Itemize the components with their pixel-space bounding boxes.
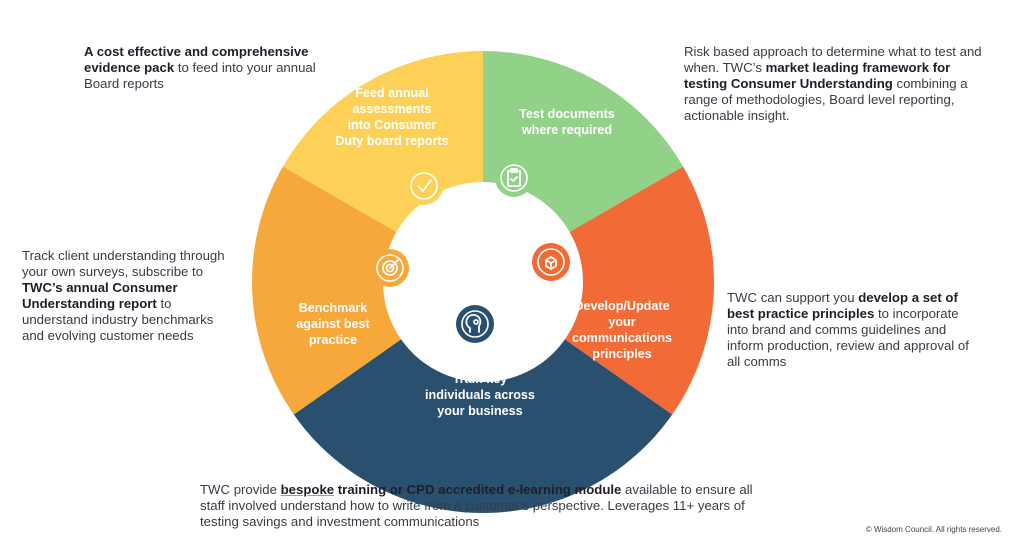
segment-test-label-line: Test documents <box>519 107 615 121</box>
segment-train <box>293 282 673 513</box>
segment-benchmark <box>252 166 483 415</box>
segment-feed-label-line: assessments <box>352 102 431 116</box>
segment-develop-label-line: principles <box>592 347 652 361</box>
segment-train-label-line: individuals across <box>425 388 535 402</box>
segment-test-label-line: where required <box>521 123 612 137</box>
segment-develop-label-line: communications <box>572 331 672 345</box>
segment-train-label-line: Train key <box>453 372 508 386</box>
callout-evidence-pack: A cost effective and comprehensive evide… <box>84 44 316 91</box>
segment-feed-label-line: Feed annual <box>355 86 428 100</box>
segment-feed-label-line: Duty board reports <box>335 134 448 148</box>
check-circle-icon <box>405 167 443 205</box>
copyright-notice: © Wisdom Council. All rights reserved. <box>865 525 1002 534</box>
callout-track-understanding: Track client understanding through your … <box>22 248 225 343</box>
target-icon <box>371 249 409 287</box>
callout-best-practice: TWC can support you develop a set of bes… <box>727 290 969 369</box>
callout-risk-based: Risk based approach to determine what to… <box>684 44 982 123</box>
segment-benchmark-label-line: against best <box>296 317 370 331</box>
segment-feed-label-line: into Consumer <box>348 118 437 132</box>
wheel-center <box>383 182 583 382</box>
segment-benchmark-label-line: Benchmark <box>299 301 369 315</box>
segment-develop-label-line: Develop/Update <box>574 299 669 313</box>
head-person-icon <box>456 305 494 343</box>
segment-develop <box>483 166 715 415</box>
clipboard-icon <box>495 159 533 197</box>
segment-benchmark-label-line: practice <box>309 333 357 347</box>
gear-box-icon <box>532 243 570 281</box>
segment-train-label-line: your business <box>437 404 522 418</box>
segment-develop-label-line: your <box>608 315 635 329</box>
callout-training: TWC provide bespoke training or CPD accr… <box>200 482 753 529</box>
